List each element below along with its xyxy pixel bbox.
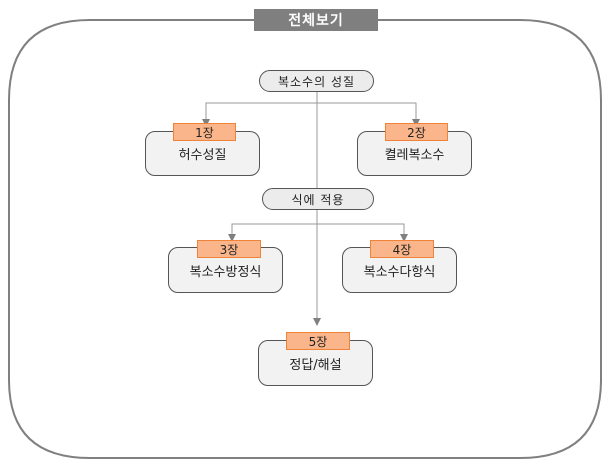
chapter-3-label: 복소수방정식 — [189, 265, 262, 280]
chapter-4-tag: 4장 — [370, 240, 434, 258]
chapter-2-label: 켤레복소수 — [384, 148, 445, 163]
outer-frame — [8, 19, 602, 459]
chapter-3-tag: 3장 — [197, 240, 261, 258]
connector-ch1-ch2 — [205, 102, 417, 123]
chapter-1-tag: 1장 — [173, 123, 236, 141]
chapter-5-box[interactable]: 정답/해설 — [258, 340, 373, 386]
chapter-3-box[interactable]: 복소수방정식 — [168, 247, 283, 293]
chapter-2-tag: 2장 — [385, 123, 448, 141]
chapter-5-label: 정답/해설 — [289, 358, 342, 373]
chapter-4-label: 복소수다항식 — [363, 265, 436, 280]
overview-title: 전체보기 — [254, 9, 378, 31]
section-complex-properties[interactable]: 복소수의 성질 — [259, 70, 374, 92]
section-apply-to-expressions[interactable]: 식에 적용 — [262, 188, 374, 210]
chapter-5-tag: 5장 — [286, 332, 350, 350]
chapter-1-label: 허수성질 — [178, 148, 227, 163]
connector-ch3-ch4 — [231, 223, 405, 238]
